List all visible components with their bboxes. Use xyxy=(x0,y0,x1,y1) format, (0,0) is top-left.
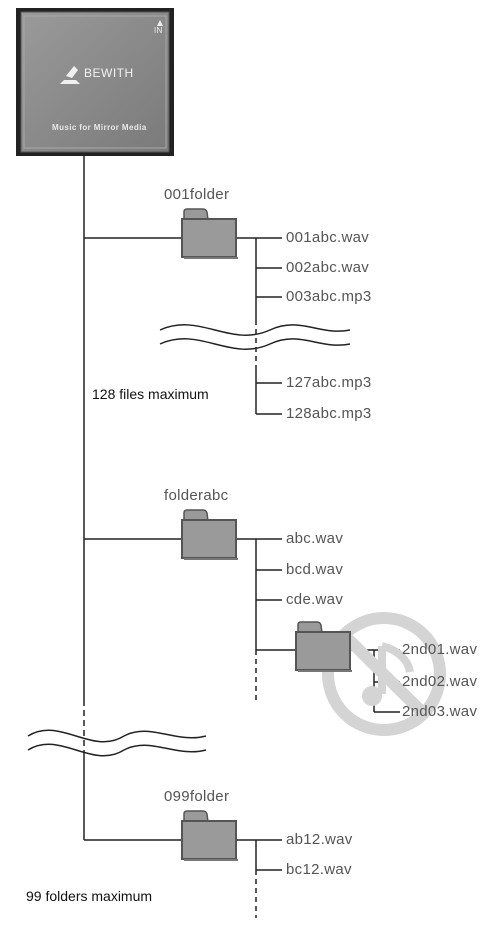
file-name: ab12.wav xyxy=(286,831,353,848)
file-name: 003abc.mp3 xyxy=(286,288,372,305)
file-name: 002abc.wav xyxy=(286,259,370,276)
file-name: 2nd03.wav xyxy=(402,703,478,720)
folder-icon xyxy=(181,509,238,560)
folders-max-note: 99 folders maximum xyxy=(26,888,153,904)
no-entry-icon xyxy=(322,612,446,736)
folder-icon xyxy=(181,810,238,861)
file-name: cde.wav xyxy=(286,591,344,608)
folder-name: folderabc xyxy=(164,487,229,504)
file-name: abc.wav xyxy=(286,530,344,547)
file-name: bcd.wav xyxy=(286,561,344,578)
bewith-logo-icon xyxy=(60,66,80,84)
break-mark-files xyxy=(159,324,351,350)
file-name: 2nd02.wav xyxy=(402,673,478,690)
memory-card xyxy=(16,8,174,156)
card-in-label: IN xyxy=(154,26,163,35)
break-mark-folders xyxy=(27,729,207,757)
file-name: 128abc.mp3 xyxy=(286,405,372,422)
subfolder-icon xyxy=(295,621,352,672)
in-arrow-icon xyxy=(157,20,163,26)
file-name: 127abc.mp3 xyxy=(286,374,372,391)
folder-name: 001folder xyxy=(164,186,230,203)
file-name: bc12.wav xyxy=(286,861,352,878)
files-max-note: 128 files maximum xyxy=(92,386,209,402)
card-tagline: Music for Mirror Media xyxy=(52,123,147,132)
card-brand: BEWITH xyxy=(84,66,134,80)
file-name: 2nd01.wav xyxy=(402,641,478,658)
folder-name: 099folder xyxy=(164,788,230,805)
file-name: 001abc.wav xyxy=(286,229,370,246)
folder-icon xyxy=(181,208,238,259)
